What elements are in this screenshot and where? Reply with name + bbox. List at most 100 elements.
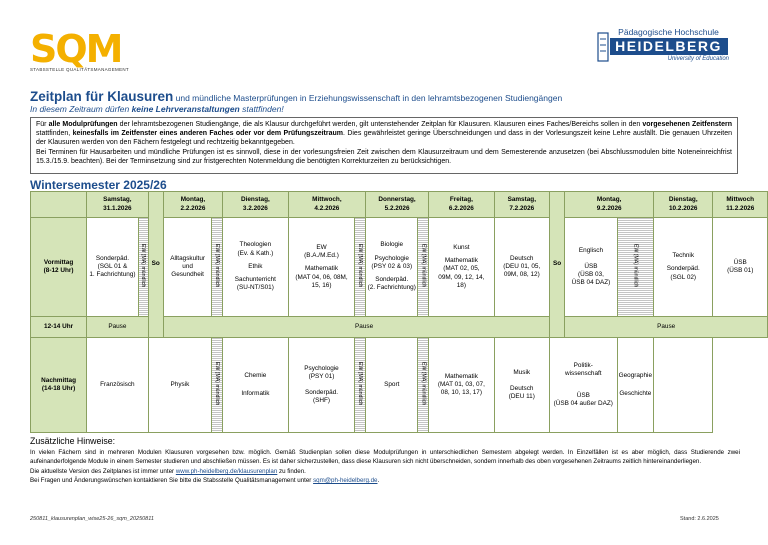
day-name: Samstag,	[507, 196, 536, 204]
subject-code: (DEU 01, 05,	[503, 262, 541, 270]
subject: Informatik	[241, 390, 270, 397]
ew-oral-cell: EW (MA) mündlich	[354, 217, 367, 317]
ew-oral-cell: EW (MA) mündlich	[211, 217, 224, 317]
corner-cell	[29, 191, 88, 218]
day-date: 10.2.2026	[669, 204, 698, 212]
info-text: . Dies gewährleistet geringe Überschneid…	[36, 130, 732, 147]
info-text: stattfinden,	[36, 130, 73, 138]
day-header: Samstag,31.1.2026	[86, 191, 149, 218]
schedule-cell	[653, 337, 714, 433]
sqm-logo-subtitle: STABSSTELLE QUALITÄTSMANAGEMENT	[30, 67, 129, 72]
day-date: 5.2.2026	[384, 204, 410, 212]
subject: Alltagskultur	[170, 254, 206, 262]
info-paragraph-2: Bei Terminen für Hausarbeiten und mündli…	[36, 148, 732, 165]
notes-text: Die aktuellste Version des Zeitplanes is…	[30, 467, 176, 475]
subject: Ethik	[248, 262, 263, 270]
schedule-cell: ÜSB(ÜSB 01)	[712, 217, 768, 317]
schedule-cell: Psychologie(PSY 01)Sonderpäd.(SHF)	[287, 337, 356, 433]
schedule-cell: EW(B.A./M.Ed.)Mathematik(MAT 04, 06, 08M…	[287, 217, 356, 317]
subject: Musik	[513, 368, 531, 376]
title-main: Zeitplan für Klausuren	[30, 89, 174, 104]
subject: Chemie	[244, 371, 267, 379]
subject-code: 09M, 09, 12, 14,	[438, 273, 485, 281]
notes-heading: Zusätzliche Hinweise:	[30, 436, 116, 446]
subject: Biologie	[380, 241, 404, 249]
day-date: 4.2.2026	[314, 204, 340, 212]
row-time: (14-18 Uhr)	[41, 385, 76, 392]
semester-title: Wintersemester 2025/26	[30, 178, 167, 192]
notes-section: In vielen Fächern sind in mehreren Modul…	[30, 448, 740, 486]
ew-oral-cell: EW (MA) mündlich	[354, 337, 367, 433]
day-header: Montag,9.2.2026	[564, 191, 655, 218]
pause-cell: Pause	[86, 316, 149, 338]
ew-oral-cell: EW (MA) mündlich	[417, 337, 430, 433]
subject-code: (2. Fachrichtung)	[367, 284, 416, 292]
notes-text: zu finden.	[277, 467, 306, 475]
subject: Psychologie	[374, 254, 409, 262]
subject-code: (SGL 01 &	[97, 262, 128, 270]
ew-oral-label: EW (MA) mündlich	[214, 243, 221, 288]
ph-heidelberg-logo: Pädagogische Hochschule HEIDELBERG Unive…	[596, 27, 741, 69]
schedule-cell: Physik	[147, 337, 213, 433]
row-label: Vormittag	[43, 258, 74, 266]
subject: Englisch	[578, 246, 604, 254]
day-date: 2.2.2026	[180, 204, 206, 212]
ew-oral-cell: EW (MA) mündlich	[137, 217, 149, 317]
day-header: Dienstag,3.2.2026	[222, 191, 289, 218]
row-label: Nachmittag	[41, 376, 76, 384]
day-header: Dienstag,10.2.2026	[653, 191, 714, 218]
row-label-mittag: 12-14 Uhr	[29, 316, 88, 338]
day-header: Freitag,6.2.2026	[428, 191, 495, 218]
schedule-cell: Mathematik(MAT 01, 03, 07,08, 10, 13, 17…	[428, 337, 495, 433]
subject-code: ÜSB 04 DAZ)	[571, 279, 611, 287]
subject-code: (MAT 02, 05,	[443, 265, 480, 273]
info-bold: vorgesehenen Zeitfenstern	[642, 121, 733, 128]
subject-code: (SHF)	[312, 397, 331, 405]
row-label-nachmittag: Nachmittag(14-18 Uhr)	[29, 337, 88, 433]
sunday-column: So	[147, 191, 164, 338]
day-date: 3.2.2026	[242, 204, 268, 212]
notes-paragraph-2: Die aktuellste Version des Zeitplanes is…	[30, 467, 740, 476]
day-date: 11.2.2026	[726, 204, 755, 212]
sunday-column: So	[548, 191, 566, 338]
sqm-email-link[interactable]: sqm@ph-heidelberg.de	[313, 477, 378, 485]
subject: Psychologie	[304, 364, 339, 372]
subject: ÜSB	[733, 258, 747, 266]
pause-cell: Pause	[564, 316, 768, 338]
ew-oral-cell: EW (MA) mündlich	[616, 217, 655, 317]
schedule-cell: Französisch	[86, 337, 149, 433]
subject-code: (DEU 11)	[508, 393, 535, 401]
subject: Theologien	[239, 241, 272, 249]
subject-code: (PSY 01)	[308, 372, 335, 380]
subject: EW	[316, 243, 327, 251]
subject-code: (SGL 02)	[670, 273, 697, 281]
info-text: Für	[36, 121, 49, 128]
notes-paragraph-3: Bei Fragen und Änderungswünschen kontakt…	[30, 476, 740, 485]
subject-code: (MAT 04, 06, 08M,	[295, 273, 348, 281]
subtitle-bold: keine Lehrveranstaltungen	[131, 104, 240, 114]
subtitle-part: In diesem Zeitraum dürfen	[30, 104, 132, 114]
day-name: Montag,	[180, 196, 206, 204]
day-header: Mittwoch,4.2.2026	[287, 191, 367, 218]
day-header: Samstag,7.2.2026	[493, 191, 550, 218]
subject: Politik-	[573, 361, 593, 369]
subject-code: (MAT 01, 03, 07,	[437, 380, 485, 388]
ph-logo-bar: HEIDELBERG	[609, 38, 728, 55]
subject: Geographie	[618, 371, 653, 379]
subject: Geschichte	[619, 390, 652, 397]
exam-schedule-table: Samstag,31.1.2026 So Montag,2.2.2026 Die…	[29, 191, 768, 433]
info-box: Für alle Modulprüfungen der lehramtsbezo…	[30, 117, 738, 174]
subject-code: 18)	[456, 281, 466, 289]
subject: und	[182, 262, 193, 270]
ph-emblem-icon	[597, 32, 609, 62]
ew-oral-label: EW (MA) mündlich	[357, 243, 364, 288]
klausurenplan-link[interactable]: www.ph-heidelberg.de/klausurenplan	[175, 467, 278, 475]
subtitle-part: stattfinden!	[239, 104, 284, 114]
